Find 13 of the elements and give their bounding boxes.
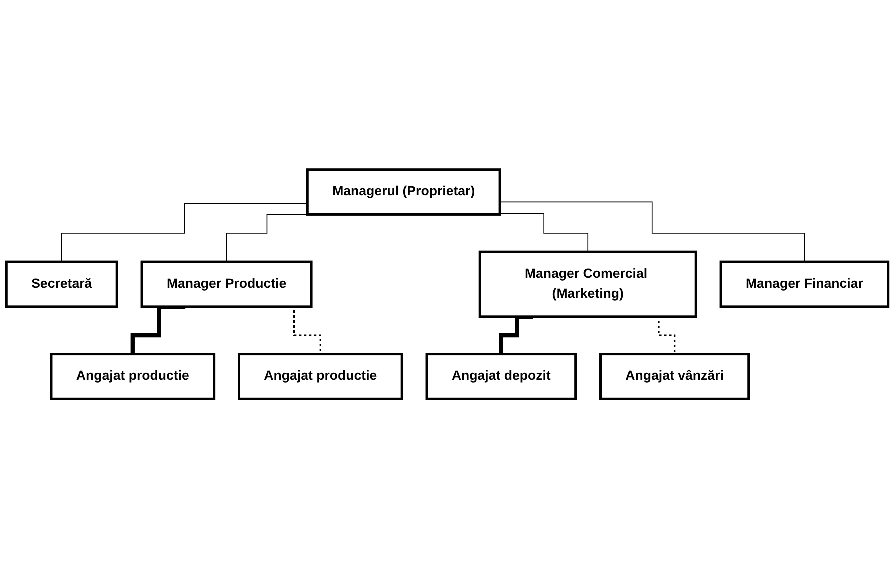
node-box: Angajat productie: [50, 353, 216, 400]
connector: [61, 203, 308, 262]
node-box: Manager Productie: [140, 260, 313, 308]
node-box: Angajat depozit: [426, 353, 578, 400]
connector: [500, 213, 589, 253]
connector: [500, 202, 806, 262]
node-box: Manager Financiar: [720, 260, 890, 308]
node-box: Secretară: [5, 260, 118, 308]
connector: [226, 214, 308, 262]
node-box: Managerul (Proprietar): [306, 168, 502, 216]
node-box: Angajat vânzări: [600, 353, 750, 400]
node-box: Manager Comercial (Marketing): [478, 250, 698, 318]
node-box: Angajat productie: [238, 353, 404, 400]
